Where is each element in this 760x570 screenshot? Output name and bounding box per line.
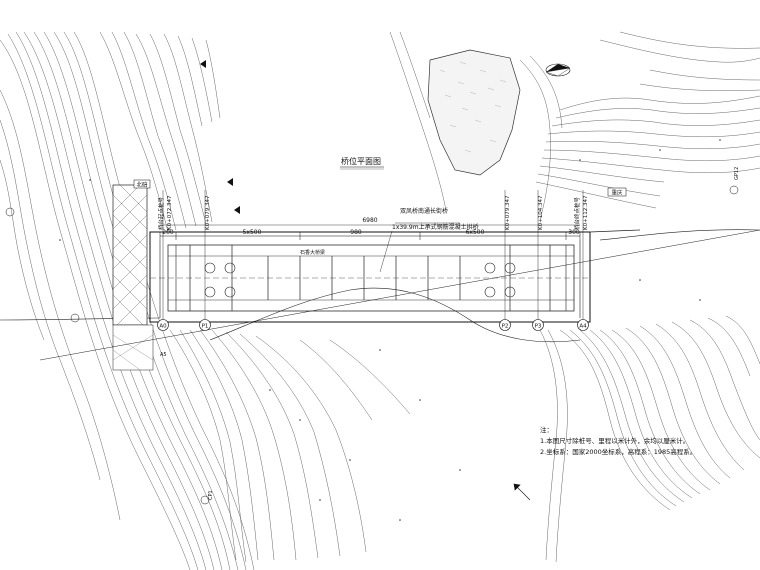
control-points (5, 185, 739, 505)
bridge-name: 双凤桥南通长街桥 (400, 207, 448, 215)
left-contours (0, 31, 255, 570)
spec-leader (379, 230, 393, 273)
dim-end-right: 300 (568, 229, 580, 236)
pond-area (427, 49, 521, 176)
alignment-line (39, 229, 760, 361)
station-2: K0+079.347 (505, 195, 511, 230)
station-end-label: 桥台终点桩号 (573, 196, 581, 230)
direction-right: 重庆 (611, 189, 623, 197)
direction-left: 北碚 (136, 181, 148, 189)
pier-P3: P3 (535, 324, 542, 330)
notes-item-1: 1.本图尺寸除桩号、里程以米计外，余均以厘米计。 (540, 437, 690, 445)
notes-block: 注： 1.本图尺寸除桩号、里程以米计外，余均以厘米计。 2.坐标系：国家2000… (540, 425, 740, 458)
pier-P2: P2 (502, 324, 509, 330)
station-1: K0+079.347 (205, 195, 211, 230)
point-CP1: CP1 (208, 490, 214, 500)
station-lines (162, 190, 584, 330)
survey-triangles (200, 60, 240, 214)
pier-A4: A4 (579, 324, 587, 330)
pier-P1: P1 (202, 324, 209, 330)
north-arrow-icon (545, 63, 571, 77)
station-start-label: 桥台起点桩号 (157, 196, 165, 230)
dim-total: 6980 (362, 217, 377, 224)
elevation-marks (59, 139, 721, 521)
dim-end-left: 200 (162, 229, 174, 236)
bridge-plan (112, 184, 591, 371)
dim-right: 6x500 (466, 229, 485, 236)
right-contours (535, 31, 760, 209)
deck-note: 石香大桥梁 (300, 249, 325, 256)
flow-arrow-icon (513, 483, 531, 501)
notes-item-2: 2.坐标系：国家2000坐标系，高程系：1985高程系。 (540, 448, 697, 456)
lower-right-contours (539, 315, 760, 563)
drawing-title: 桥位平面图 (341, 156, 381, 166)
station-start-km: K0+072.347 (167, 195, 173, 230)
pier-bubbles (157, 319, 589, 331)
direction-right-box (607, 187, 627, 197)
dim-mid: 980 (350, 229, 362, 236)
dim-left: 5x500 (243, 229, 262, 236)
station-3: K0+104.347 (538, 195, 544, 230)
upper-mid-contours (389, 31, 563, 221)
alignment-line-2 (589, 229, 641, 233)
station-end-km: K0+112.347 (583, 195, 589, 230)
direction-left-box (133, 179, 151, 189)
lower-left-contours (169, 329, 411, 563)
pier-A0: A0 (159, 324, 167, 330)
bridge-spec: 1x39.9m上承式钢筋混凝土拱桥 (392, 223, 479, 231)
point-A5: A5 (160, 352, 167, 358)
point-GP12: GP12 (734, 167, 740, 180)
notes-header: 注： (540, 426, 553, 434)
